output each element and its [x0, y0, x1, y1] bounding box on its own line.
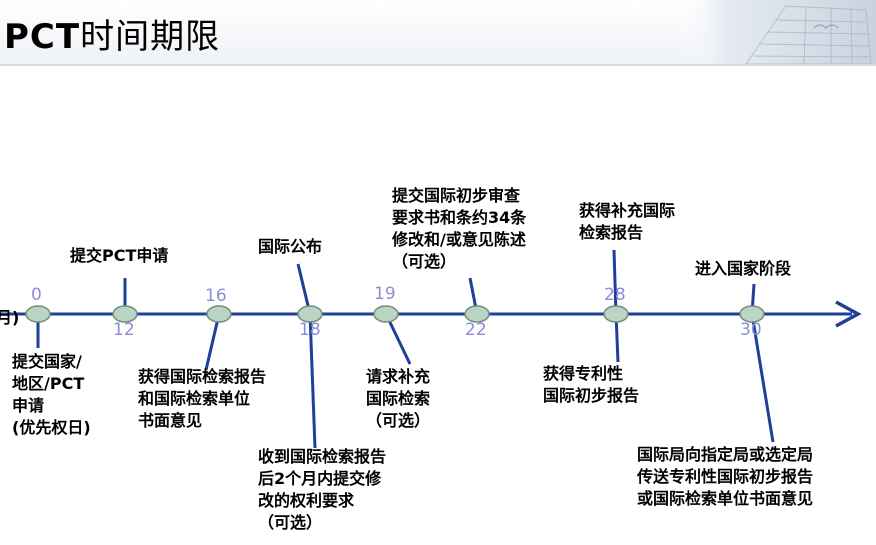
connector-line: [750, 313, 775, 443]
page-title-pct: PCT: [4, 17, 81, 57]
event-label-line: 修改和/或意见陈述: [392, 230, 526, 249]
event-label-line: 改的权利要求: [258, 491, 355, 510]
event-label: 国际公布: [258, 236, 322, 258]
event-label-line: 获得补充国际: [579, 201, 676, 220]
event-label-line: 国际检索: [366, 389, 431, 408]
month-number: 28: [604, 285, 626, 305]
event-label-line: 检索报告: [579, 223, 644, 242]
connector-line: [612, 249, 618, 315]
event-label-line: 提交国际初步审查: [392, 186, 521, 205]
page-title: PCT时间期限: [4, 9, 220, 58]
month-number: 0: [31, 285, 42, 305]
building-photo-image: [676, 0, 876, 64]
event-label: 提交PCT申请: [70, 245, 168, 267]
event-label-line: （可选）: [366, 411, 431, 430]
event-label: 提交国际初步审查要求书和条约34条修改和/或意见陈述 （可选）: [392, 185, 526, 273]
event-label-line: 书面意见: [138, 411, 203, 430]
event-label-line: 申请: [12, 396, 45, 415]
event-label-line: 传送专利性国际初步报告: [637, 467, 814, 486]
event-label-line: (优先权日): [12, 418, 91, 437]
event-label-line: 国际公布: [258, 237, 323, 256]
timeline-node: [464, 305, 490, 323]
event-label-line: 提交PCT申请: [70, 246, 169, 265]
month-unit-label: 月): [0, 308, 20, 327]
event-label: 收到国际检索报告后2个月内提交修改的权利要求 （可选）: [258, 446, 386, 534]
timeline-connectors: [36, 249, 775, 449]
timeline-arrowhead: [835, 300, 862, 328]
event-label-line: 进入国家阶段: [695, 259, 792, 278]
header-divider: [0, 64, 876, 66]
slide-header: PCT时间期限: [0, 0, 876, 66]
event-label: 进入国家阶段: [695, 258, 791, 280]
event-label-line: 请求补充: [366, 367, 431, 386]
event-label: 获得专利性国际初步报告: [543, 363, 639, 407]
timeline-node: [25, 305, 51, 323]
event-label-line: 地区/PCT: [12, 374, 85, 393]
event-label-line: 后2个月内提交修: [258, 469, 382, 488]
connector-line: [308, 313, 317, 449]
month-number: 12: [113, 320, 135, 340]
timeline-node: [739, 305, 765, 323]
event-label: 获得补充国际检索报告: [579, 200, 675, 244]
month-number: 22: [465, 320, 487, 340]
timeline-node: [206, 305, 232, 323]
month-number: 19: [374, 284, 396, 304]
timeline-node: [603, 305, 629, 323]
month-number: 16: [205, 286, 227, 306]
event-label-line: 或国际检索单位书面意见: [637, 489, 814, 508]
event-label-line: 国际初步报告: [543, 386, 640, 405]
event-label-line: 国际局向指定局或选定局: [637, 445, 814, 464]
event-label: 获得国际检索报告和国际检索单位书面意见: [138, 366, 266, 432]
event-label: 提交国家/地区/PCT 申请 (优先权日): [12, 351, 91, 439]
timeline-nodes: [25, 305, 765, 323]
page-title-text: 时间期限: [80, 17, 221, 57]
timeline-node: [112, 305, 138, 323]
event-label: 国际局向指定局或选定局传送专利性国际初步报告或国际检索单位书面意见: [637, 444, 813, 510]
event-label-line: 要求书和条约34条: [392, 208, 527, 227]
connector-line: [204, 313, 221, 371]
event-label-line: （可选）: [258, 513, 323, 532]
timeline-node: [297, 305, 323, 323]
event-label-line: 获得国际检索报告: [138, 367, 267, 386]
event-label-line: 收到国际检索报告: [258, 447, 387, 466]
event-label-line: 提交国家/: [12, 352, 82, 371]
timeline-node: [373, 305, 399, 323]
month-number: 30: [740, 320, 762, 340]
event-label-line: 获得专利性: [543, 364, 624, 383]
month-number: 18: [299, 320, 321, 340]
event-label-line: （可选）: [392, 252, 457, 271]
event-label-line: 和国际检索单位: [138, 389, 251, 408]
event-label: 请求补充国际检索 （可选）: [366, 366, 430, 432]
